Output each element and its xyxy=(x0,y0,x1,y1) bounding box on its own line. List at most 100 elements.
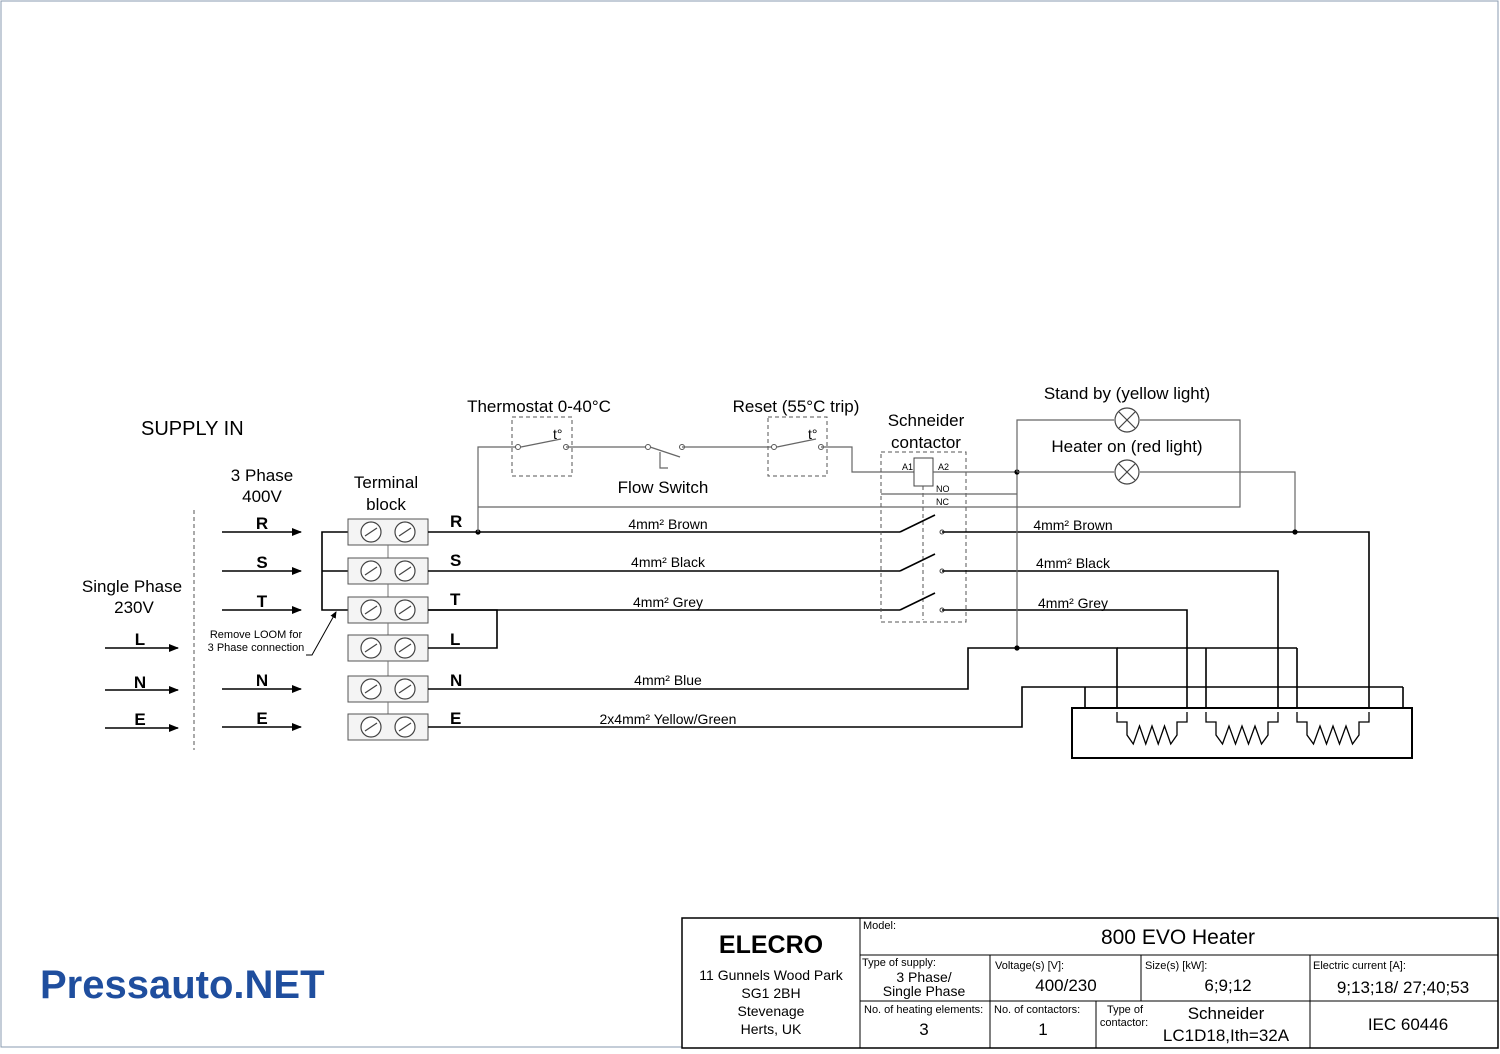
terminal-t xyxy=(347,596,429,624)
lights-return-junction xyxy=(1292,529,1298,535)
model-value: 800 EVO Heater xyxy=(1101,926,1255,949)
input-e3-label: E xyxy=(256,709,267,728)
contactor-label: Schneider xyxy=(888,411,965,430)
aux-nc-label: NC xyxy=(936,497,949,507)
contactor-label-2: contactor xyxy=(891,433,961,452)
wire-brown-label: 4mm² Brown xyxy=(628,516,707,532)
main-contact-r xyxy=(899,514,936,533)
reset-label: Reset (55°C trip) xyxy=(733,397,860,416)
terminal-r-label: R xyxy=(450,512,462,531)
single-phase-voltage: 230V xyxy=(114,598,154,617)
input-t-label: T xyxy=(257,592,268,611)
thermostat-label: Thermostat 0-40°C xyxy=(467,397,611,416)
voltage-label: Voltage(s) [V]: xyxy=(995,960,1064,972)
company-address-2: SG1 2BH xyxy=(741,985,800,1001)
flow-switch-blade xyxy=(649,446,681,458)
heating-elements xyxy=(1116,712,1370,746)
terminal-l-label: L xyxy=(450,630,460,649)
terminal-n xyxy=(347,675,429,703)
supply-in-heading: SUPPLY IN xyxy=(141,418,244,440)
wire-blue-label: 4mm² Blue xyxy=(634,672,702,688)
single-phase-inputs: L N E xyxy=(105,630,179,732)
supply-type-value: 3 Phase/ xyxy=(896,969,951,985)
thermostat-box xyxy=(511,416,573,477)
company-address-3: Stevenage xyxy=(738,1003,805,1019)
remove-loom-note: Remove LOOM for xyxy=(210,629,303,641)
input-l-label: L xyxy=(135,630,145,649)
reset-switch-blade xyxy=(776,438,817,448)
three-phase-inputs: R S T N E xyxy=(222,514,302,731)
contactor-type-value: Schneider xyxy=(1188,1004,1265,1023)
wire-earth-label: 2x4mm² Yellow/Green xyxy=(600,711,737,727)
watermark: Pressauto.NET xyxy=(40,963,325,1007)
heater-body xyxy=(1071,707,1413,759)
terminal-block-label-2: block xyxy=(366,495,406,514)
contactors-label: No. of contactors: xyxy=(994,1004,1080,1016)
title-block-frame xyxy=(681,917,1499,1049)
control-wire-3 xyxy=(821,446,914,473)
neutral-junction-bottom xyxy=(1014,645,1020,651)
contactor-box xyxy=(880,451,967,623)
contactor-type-label: Type of xyxy=(1107,1004,1144,1016)
input-n1-label: N xyxy=(134,673,146,692)
model-label: Model: xyxy=(863,920,896,932)
contactor-type-value-2: LC1D18,Ith=32A xyxy=(1163,1026,1290,1045)
aux-no-label: NO xyxy=(936,484,950,494)
heater-wire-grey xyxy=(942,609,1188,712)
flow-switch-actuator xyxy=(659,452,668,469)
company-address-1: 11 Gunnels Wood Park xyxy=(699,967,843,983)
thermostat-contact-left xyxy=(515,444,521,450)
terminal-s xyxy=(347,557,429,585)
terminal-t-label: T xyxy=(450,590,461,609)
heating-element-3 xyxy=(1296,712,1370,746)
title-block: ELECRO 11 Gunnels Wood Park SG1 2BH Stev… xyxy=(681,917,1499,1049)
wire-n-blue xyxy=(428,647,1118,712)
terminal-labels: R S T L N E xyxy=(450,512,462,728)
three-phase-voltage: 400V xyxy=(242,487,282,506)
current-label: Electric current [A]: xyxy=(1313,960,1406,972)
heater-on-lamp-icon xyxy=(1114,459,1140,485)
main-contacts xyxy=(899,514,945,613)
standby-lamp-icon xyxy=(1114,407,1140,433)
main-contact-s xyxy=(899,553,936,572)
heating-element-1 xyxy=(1116,712,1188,746)
main-contact-t xyxy=(899,592,936,611)
size-label: Size(s) [kW]: xyxy=(1145,960,1207,972)
heater-wire-grey-label: 4mm² Grey xyxy=(1038,595,1108,611)
terminal-n-label: N xyxy=(450,671,462,690)
heater-wire-brown-label: 4mm² Brown xyxy=(1033,517,1112,533)
size-value: 6;9;12 xyxy=(1204,976,1251,995)
reset-temp-symbol: t° xyxy=(808,426,818,442)
thermostat-switch-blade xyxy=(520,438,562,448)
input-s-label: S xyxy=(256,553,267,572)
aux-nc-wire xyxy=(966,472,1241,508)
company-name: ELECRO xyxy=(719,931,823,959)
heater-on-light-label: Heater on (red light) xyxy=(1051,437,1202,456)
single-phase-label: Single Phase xyxy=(82,577,182,596)
terminal-block xyxy=(347,518,429,741)
standard-value: IEC 60446 xyxy=(1368,1015,1448,1034)
company-address-4: Herts, UK xyxy=(741,1021,802,1037)
elements-label: No. of heating elements: xyxy=(864,1004,983,1016)
input-n3-label: N xyxy=(256,671,268,690)
reset-contact-left xyxy=(771,444,777,450)
terminal-s-label: S xyxy=(450,551,461,570)
standby-wire-right xyxy=(1140,419,1241,472)
wire-black-label: 4mm² Black xyxy=(631,554,706,570)
contactor-type-label-2: contactor: xyxy=(1100,1017,1148,1029)
contactor-coil xyxy=(913,457,934,487)
coil-a1-label: A1 xyxy=(902,462,913,472)
terminal-l xyxy=(347,634,429,662)
remove-loom-note-2: 3 Phase connection xyxy=(208,642,305,654)
wire-grey-label: 4mm² Grey xyxy=(633,594,703,610)
control-wire-feed xyxy=(477,446,518,532)
supply-type-label: Type of supply: xyxy=(862,957,936,969)
reset-box xyxy=(767,416,828,477)
supply-type-value-2: Single Phase xyxy=(883,983,966,999)
terminal-r xyxy=(347,518,429,546)
heating-element-2 xyxy=(1205,712,1279,746)
terminal-block-label: Terminal xyxy=(354,473,418,492)
heater-on-wire-right xyxy=(1140,471,1296,532)
